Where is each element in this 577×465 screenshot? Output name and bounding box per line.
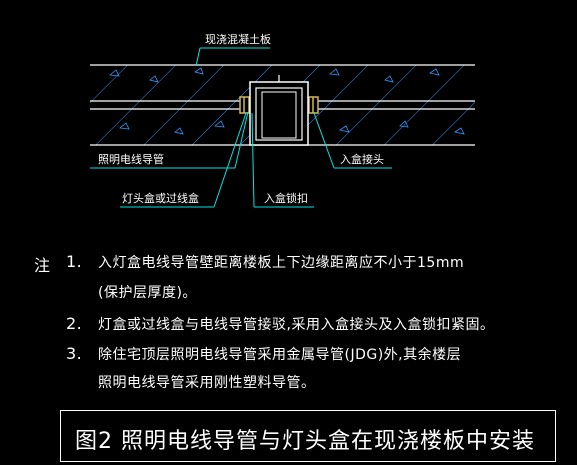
figure-title: 图2 照明电线导管与灯头盒在现浇楼板中安装 xyxy=(75,429,535,454)
box-joint-label-text: 入盒接头 xyxy=(340,152,384,166)
box-label-text: 灯头盒或过线盒 xyxy=(122,191,199,205)
box-label: 灯头盒或过线盒 xyxy=(120,112,247,208)
note-2-line-1: 灯盒或过线盒与电线导管接驳,采用入盒接头及入盒锁扣紧固。 xyxy=(98,317,495,333)
lamp-box xyxy=(249,75,309,146)
lighting-conduit xyxy=(90,100,475,110)
note-1-line-1: 入灯盒电线导管壁距离楼板上下边缘距离应不小于15mm xyxy=(98,255,465,271)
slab-label-text: 现浇混凝土板 xyxy=(205,32,271,46)
box-joint-label: 入盒接头 xyxy=(313,112,392,169)
conduit-label: 照明电线导管 xyxy=(90,111,249,169)
figure-title-box: 图2 照明电线导管与灯头盒在现浇楼板中安装 xyxy=(60,410,556,462)
note-1-line-2: (保护层厚度)。 xyxy=(98,285,197,301)
note-1-number: 1. xyxy=(66,252,83,271)
note-2-number: 2. xyxy=(66,314,83,333)
box-lock-label: 入盒锁扣 xyxy=(251,112,314,208)
notes-prefix: 注 xyxy=(34,256,51,275)
note-3-number: 3. xyxy=(66,344,83,363)
box-joint xyxy=(239,96,319,114)
note-3-line-2: 照明电线导管采用刚性塑料导管。 xyxy=(98,375,316,391)
note-3-line-1: 除住宅顶层照明电线导管采用金属导管(JDG)外,其余楼层 xyxy=(98,347,462,363)
conduit-label-text: 照明电线导管 xyxy=(98,152,164,166)
slab-label: 现浇混凝土板 xyxy=(195,32,271,67)
box-lock-label-text: 入盒锁扣 xyxy=(264,191,308,205)
